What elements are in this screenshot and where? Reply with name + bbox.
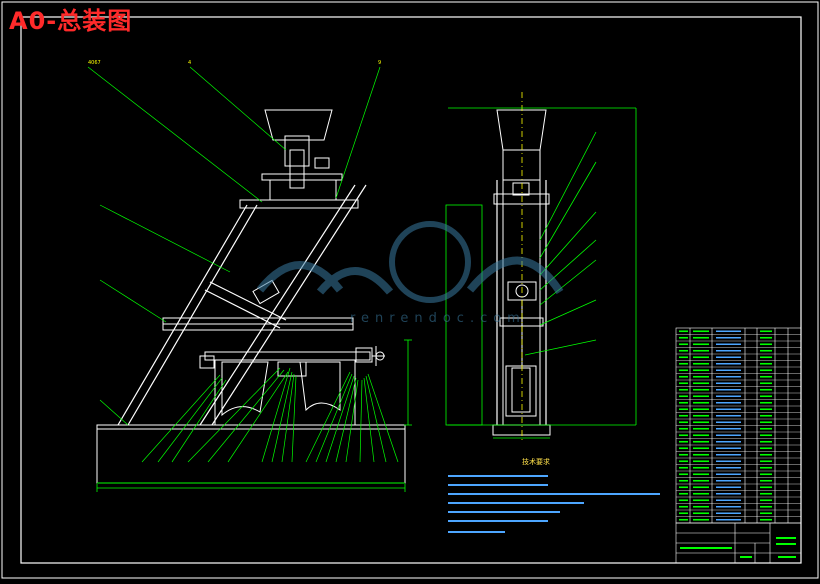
part-label-top-left: 4067	[88, 60, 101, 66]
watermark-url: renrendoc.com	[350, 311, 526, 326]
part-label-top-right: 9	[378, 60, 381, 66]
technical-notes	[448, 475, 660, 533]
technical-requirements-title: 技术要求	[522, 458, 550, 466]
parts-list-cells	[679, 330, 772, 521]
part-label-top-middle: 4	[188, 60, 191, 66]
front-dimensions	[96, 339, 412, 492]
side-dimensions	[445, 107, 637, 439]
drawing-title: A0-总装图	[9, 7, 133, 35]
inner-frame	[20, 16, 802, 564]
front-part-labels: 4067 4 9	[88, 60, 381, 66]
parts-list-rows	[676, 334, 801, 517]
watermark-logo-ring	[389, 221, 471, 303]
front-view	[96, 109, 406, 484]
foundation-base	[96, 424, 406, 484]
title-block-fill	[680, 537, 796, 558]
watermark: renrendoc.com	[256, 221, 564, 326]
front-leader-lines	[87, 66, 399, 463]
title-block	[675, 522, 802, 564]
